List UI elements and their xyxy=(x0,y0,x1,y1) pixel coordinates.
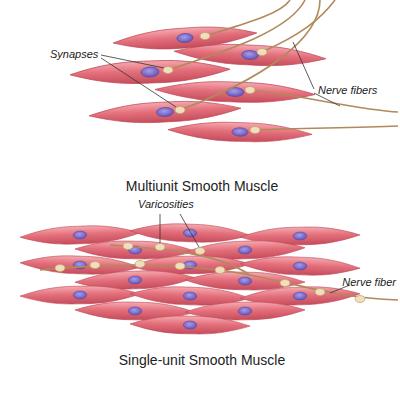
nerve-fibers xyxy=(168,0,398,130)
leader-lines xyxy=(101,42,350,293)
callout-label: Nerve fibers xyxy=(318,84,377,97)
synapse-knobs xyxy=(163,33,267,134)
panel-caption: Multiunit Smooth Muscle xyxy=(2,178,400,195)
single-unit-cells xyxy=(20,222,361,335)
varicosity-beads xyxy=(55,243,365,303)
callout-label: Synapses xyxy=(50,48,98,61)
nerve-fiber xyxy=(40,245,398,300)
multiunit-cells xyxy=(70,23,327,144)
callout-label: Nerve fiber xyxy=(342,276,396,289)
callout-label: Varicosities xyxy=(138,198,194,211)
panel-caption: Single-unit Smooth Muscle xyxy=(2,352,400,369)
